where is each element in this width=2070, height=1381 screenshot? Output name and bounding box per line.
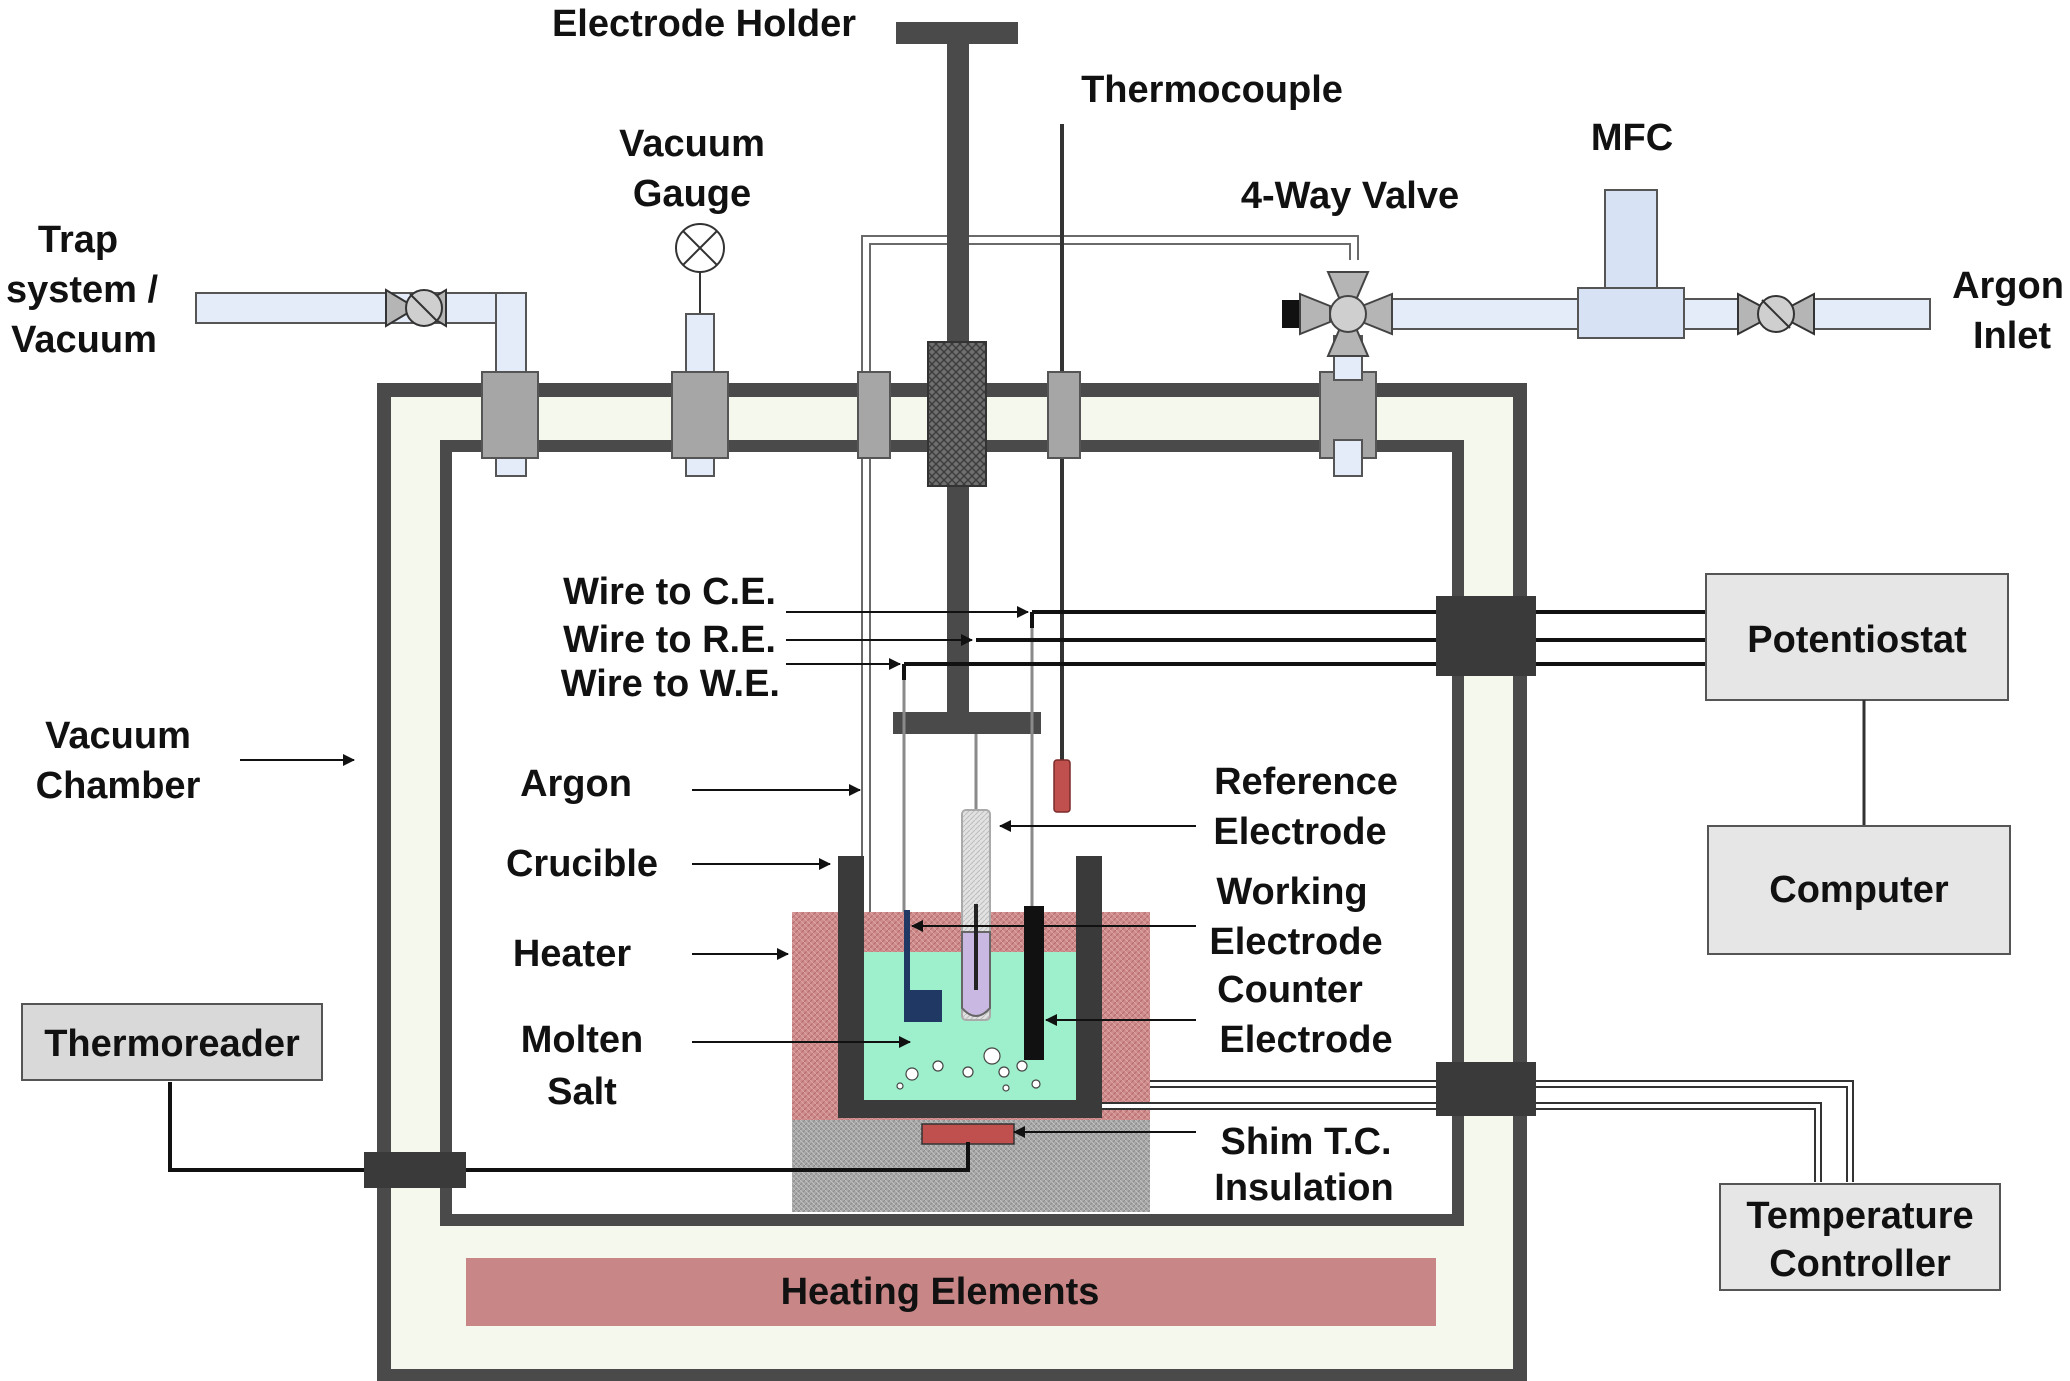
- molten-salt-label-1: Molten: [521, 1019, 643, 1061]
- thermoreader-cable: [168, 1082, 970, 1172]
- potentiostat-cables: [902, 610, 1706, 680]
- counter-electrode-label-1: Counter: [1217, 969, 1363, 1011]
- working-electrode-label-1: Working: [1216, 871, 1367, 913]
- wire-we-label: Wire to W.E.: [561, 663, 780, 705]
- temperature-controller-label-1: Temperature: [1746, 1195, 1973, 1237]
- counter-electrode: [1024, 906, 1044, 1060]
- vacuum-chamber-label-1: Vacuum: [45, 715, 191, 757]
- electrode-holder: [893, 22, 1041, 734]
- callout-arrows: [240, 606, 1196, 1138]
- wire-re-label: Wire to R.E.: [563, 619, 776, 661]
- mfc-icon: [1577, 189, 1685, 339]
- heater-label: Heater: [513, 933, 631, 975]
- working-electrode-label-2: Electrode: [1209, 921, 1382, 963]
- electrode-holder-label: Electrode Holder: [552, 3, 856, 45]
- crucible: [838, 856, 1102, 1118]
- argon-supply-line: [1333, 298, 1931, 477]
- four-way-valve-icon: [1282, 271, 1393, 357]
- heating-elements-label: Heating Elements: [781, 1271, 1100, 1313]
- bubbles: [896, 1047, 1041, 1092]
- trap-valve-icon: [385, 288, 447, 328]
- computer-label: Computer: [1769, 869, 1949, 911]
- insulation-label: Insulation: [1214, 1167, 1393, 1209]
- temperature-controller-box: Temperature Controller: [1719, 1183, 2001, 1291]
- argon-label: Argon: [520, 763, 632, 805]
- heating-elements: Heating Elements: [466, 1258, 1436, 1326]
- vacuum-chamber-label-2: Chamber: [36, 765, 201, 807]
- potentiostat-box: Potentiostat: [1705, 573, 2009, 701]
- shim-thermocouple: [921, 1123, 1015, 1145]
- working-electrode: [904, 910, 942, 1022]
- temperature-controller-label-2: Controller: [1769, 1243, 1951, 1285]
- temperature-controller-junction: [1436, 1062, 1536, 1116]
- argon-inlet-label-2: Inlet: [1973, 315, 2051, 357]
- trap-system-label-3: Vacuum: [11, 319, 157, 361]
- electrode-wires: [902, 620, 1034, 912]
- four-way-valve-label: 4-Way Valve: [1241, 175, 1459, 217]
- argon-valve-icon: [1737, 292, 1815, 336]
- thermoreader-label: Thermoreader: [44, 1023, 300, 1065]
- flange-gauge: [671, 371, 729, 459]
- thermocouple-label: Thermocouple: [1081, 69, 1343, 111]
- crucible-label: Crucible: [506, 843, 658, 885]
- flange-argon: [857, 371, 891, 459]
- mfc-label: MFC: [1591, 117, 1673, 159]
- reference-electrode-label-2: Electrode: [1213, 811, 1386, 853]
- flange-trap: [481, 371, 539, 459]
- temperature-controller-cables: [1102, 1080, 1854, 1182]
- reference-electrode-label-1: Reference: [1214, 761, 1398, 803]
- thermoreader-box: Thermoreader: [21, 1003, 323, 1081]
- computer-box: Computer: [1707, 825, 2011, 955]
- vacuum-gauge-icon: [675, 223, 725, 273]
- counter-electrode-label-2: Electrode: [1219, 1019, 1392, 1061]
- argon-inlet-label-1: Argon: [1952, 265, 2064, 307]
- vacuum-gauge-label-2: Gauge: [633, 173, 751, 215]
- trap-system-label-1: Trap: [38, 219, 118, 261]
- wire-junction: [1436, 596, 1536, 676]
- reference-electrode: [961, 809, 991, 1021]
- labels: Electrode Holder Thermocouple Vacuum Gau…: [6, 3, 2064, 1209]
- flange-thermocouple: [1047, 371, 1081, 459]
- shim-tc-label: Shim T.C.: [1220, 1121, 1391, 1163]
- wire-ce-label: Wire to C.E.: [563, 571, 776, 613]
- trap-system-label-2: system /: [6, 269, 159, 311]
- thermoreader-junction: [364, 1152, 466, 1188]
- potentiostat-label: Potentiostat: [1747, 619, 1967, 661]
- vacuum-gauge-label-1: Vacuum: [619, 123, 765, 165]
- molten-salt-label-2: Salt: [547, 1071, 617, 1113]
- trap-pipe: [195, 292, 527, 477]
